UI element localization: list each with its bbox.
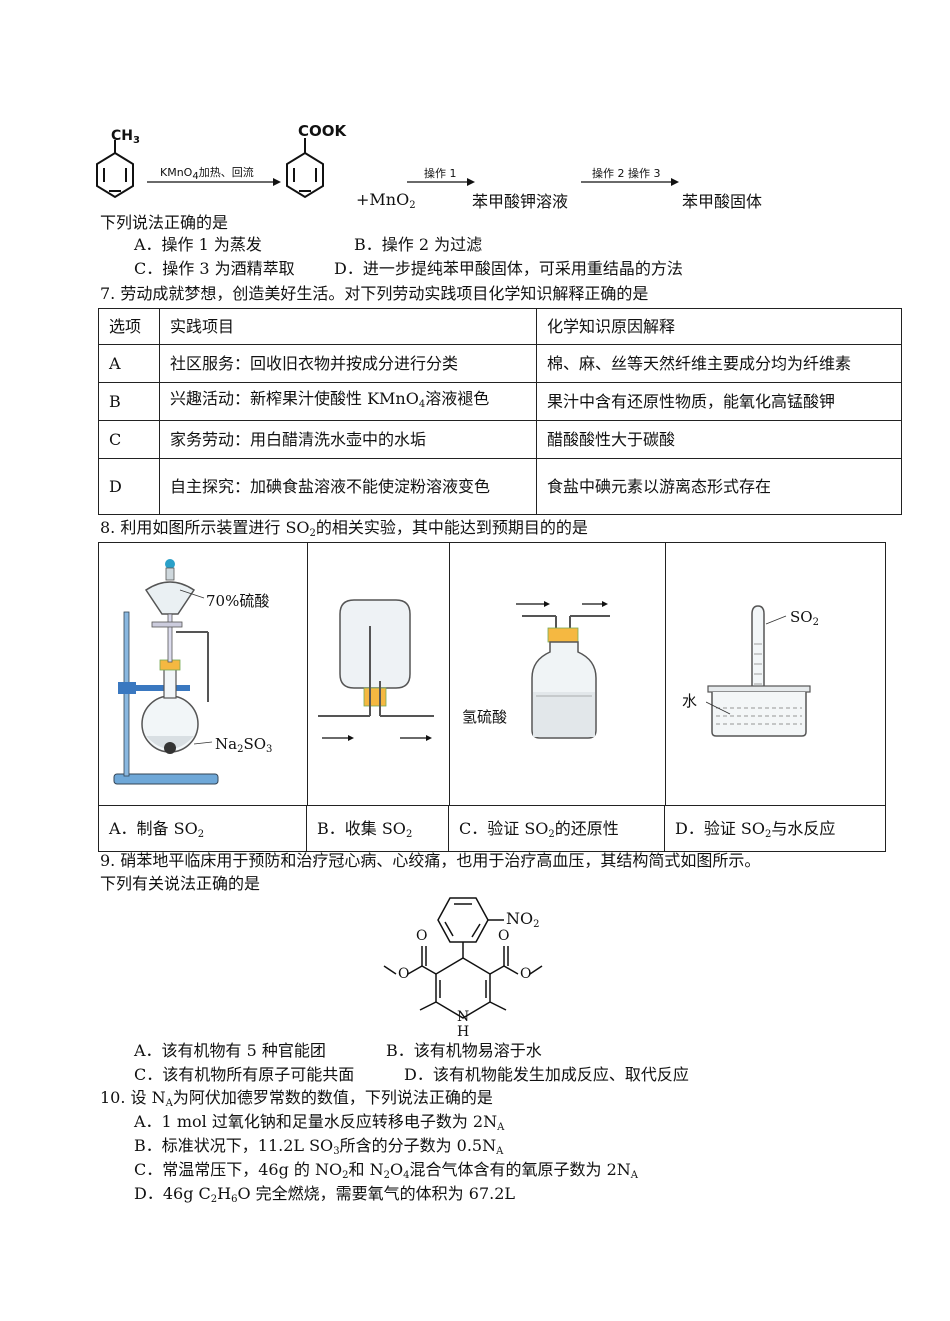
reagent-label: KMnO4加热、回流: [160, 166, 254, 182]
label-70-sulfuric-acid: 70%硫酸: [206, 592, 270, 610]
label-hydrosulfuric-acid: 氢硫酸: [462, 708, 508, 726]
q9-option-b: B．该有机物易溶于水: [386, 1041, 542, 1060]
q6-option-c: C．操作 3 为酒精萃取: [134, 259, 295, 278]
row-option: B: [98, 382, 160, 421]
apparatus-a-drawing: [113, 559, 219, 785]
ester-o-left: O: [398, 966, 410, 982]
q6-stem: 下列说法正确的是: [100, 213, 229, 232]
caption-d: D．验证 SO2与水反应: [665, 805, 885, 851]
carbonyl-o-left: O: [416, 928, 428, 944]
nh-h-label: H: [457, 1024, 470, 1040]
q9-stem-2: 下列有关说法正确的是: [100, 874, 261, 893]
toluene-structure: [96, 140, 134, 199]
apparatus-b-cell: [307, 543, 450, 805]
q8-stem: 8. 利用如图所示装置进行 SO2的相关实验，其中能达到预期目的的是: [100, 518, 588, 539]
q10-stem: 10. 设 NA为阿伏加德罗常数的数值，下列说法正确的是: [100, 1088, 493, 1109]
apparatus-b-drawing: [318, 599, 434, 741]
apparatus-a-cell: [99, 543, 308, 805]
row-reason: 棉、麻、丝等天然纤维主要成分均为纤维素: [536, 344, 902, 383]
table-row: D 自主探究：加碘食盐溶液不能使淀粉溶液变色 食盐中碘元素以游离态形式存在: [98, 458, 902, 515]
row-option: D: [98, 458, 160, 515]
apparatus-c-cell: [449, 543, 666, 805]
cook-label: COOK: [298, 122, 347, 140]
label-so2: SO2: [790, 608, 819, 628]
no2-label: NO2: [506, 909, 540, 930]
nh-n-label: N: [457, 1009, 470, 1025]
row-reason: 醋酸酸性大于碳酸: [536, 420, 902, 459]
nifedipine-structure: [383, 897, 543, 1019]
q9-stem-1: 9. 硝苯地平临床用于预防和治疗冠心病、心绞痛，也用于治疗高血压，其结构简式如图…: [100, 851, 761, 870]
q9-option-a: A．该有机物有 5 种官能团: [134, 1041, 326, 1060]
caption-c: C．验证 SO2的还原性: [449, 805, 665, 851]
op23-label: 操作 2 操作 3: [592, 167, 661, 180]
q6-option-b: B．操作 2 为过滤: [354, 235, 483, 254]
table-row: C 家务劳动：用白醋清洗水壶中的水垢 醋酸酸性大于碳酸: [98, 420, 902, 459]
carbonyl-o-right: O: [498, 928, 510, 944]
caption-b: B．收集 SO2: [307, 805, 449, 851]
product1-label: 苯甲酸钾溶液: [472, 192, 569, 211]
table-header-row: 选项 实践项目 化学知识原因解释: [98, 308, 902, 345]
apparatus-c-drawing: [516, 601, 610, 739]
apparatus-d-drawing: [706, 605, 811, 737]
reaction-scheme: [96, 138, 679, 199]
row-option: C: [98, 420, 160, 459]
mno2-label: +MnO2: [356, 190, 416, 211]
ester-o-right: O: [520, 966, 532, 982]
table-row: A 社区服务：回收旧衣物并按成分进行分类 棉、麻、丝等天然纤维主要成分均为纤维素: [98, 344, 902, 383]
row-project: 自主探究：加碘食盐溶液不能使淀粉溶液变色: [159, 458, 537, 515]
q9-option-d: D．该有机物能发生加成反应、取代反应: [404, 1065, 689, 1084]
row-project: 家务劳动：用白醋清洗水壶中的水垢: [159, 420, 537, 459]
q8-figure-grid: A．制备 SO2 B．收集 SO2 C．验证 SO2的还原性 D．验证 SO2与…: [98, 542, 886, 852]
methyl-label: CH3: [111, 128, 140, 146]
q10-option-c: C．常温常压下，46g 的 NO2和 N2O4混合气体含有的氧原子数为 2NA: [134, 1160, 638, 1181]
q7-table: 选项 实践项目 化学知识原因解释 A 社区服务：回收旧衣物并按成分进行分类 棉、…: [98, 308, 902, 515]
label-na2so3: Na2SO3: [215, 735, 273, 755]
row-project: 兴趣活动：新榨果汁使酸性 KMnO4溶液褪色: [159, 382, 537, 421]
header-option: 选项: [98, 308, 160, 345]
benzoate-structure: [286, 138, 324, 199]
q10-option-b: B．标准状况下，11.2L SO3所含的分子数为 0.5NA: [134, 1136, 504, 1157]
table-row: B 兴趣活动：新榨果汁使酸性 KMnO4溶液褪色 果汁中含有还原性物质，能氧化高…: [98, 382, 902, 421]
row-reason: 果汁中含有还原性物质，能氧化高锰酸钾: [536, 382, 902, 421]
row-project: 社区服务：回收旧衣物并按成分进行分类: [159, 344, 537, 383]
q9-option-c: C．该有机物所有原子可能共面: [134, 1065, 355, 1084]
header-reason: 化学知识原因解释: [536, 308, 902, 345]
row-reason: 食盐中碘元素以游离态形式存在: [536, 458, 902, 515]
op1-label: 操作 1: [424, 167, 457, 180]
row-option: A: [98, 344, 160, 383]
q10-option-d: D．46g C2H6O 完全燃烧，需要氧气的体积为 67.2L: [134, 1184, 516, 1205]
q7-stem: 7. 劳动成就梦想，创造美好生活。对下列劳动实践项目化学知识解释正确的是: [100, 284, 649, 303]
q6-option-a: A．操作 1 为蒸发: [134, 235, 262, 254]
product2-label: 苯甲酸固体: [682, 192, 763, 211]
q6-option-d: D．进一步提纯苯甲酸固体，可采用重结晶的方法: [334, 259, 683, 278]
caption-a: A．制备 SO2: [99, 805, 307, 851]
q10-option-a: A．1 mol 过氧化钠和足量水反应转移电子数为 2NA: [134, 1112, 505, 1133]
label-water: 水: [682, 692, 698, 710]
header-project: 实践项目: [159, 308, 537, 345]
